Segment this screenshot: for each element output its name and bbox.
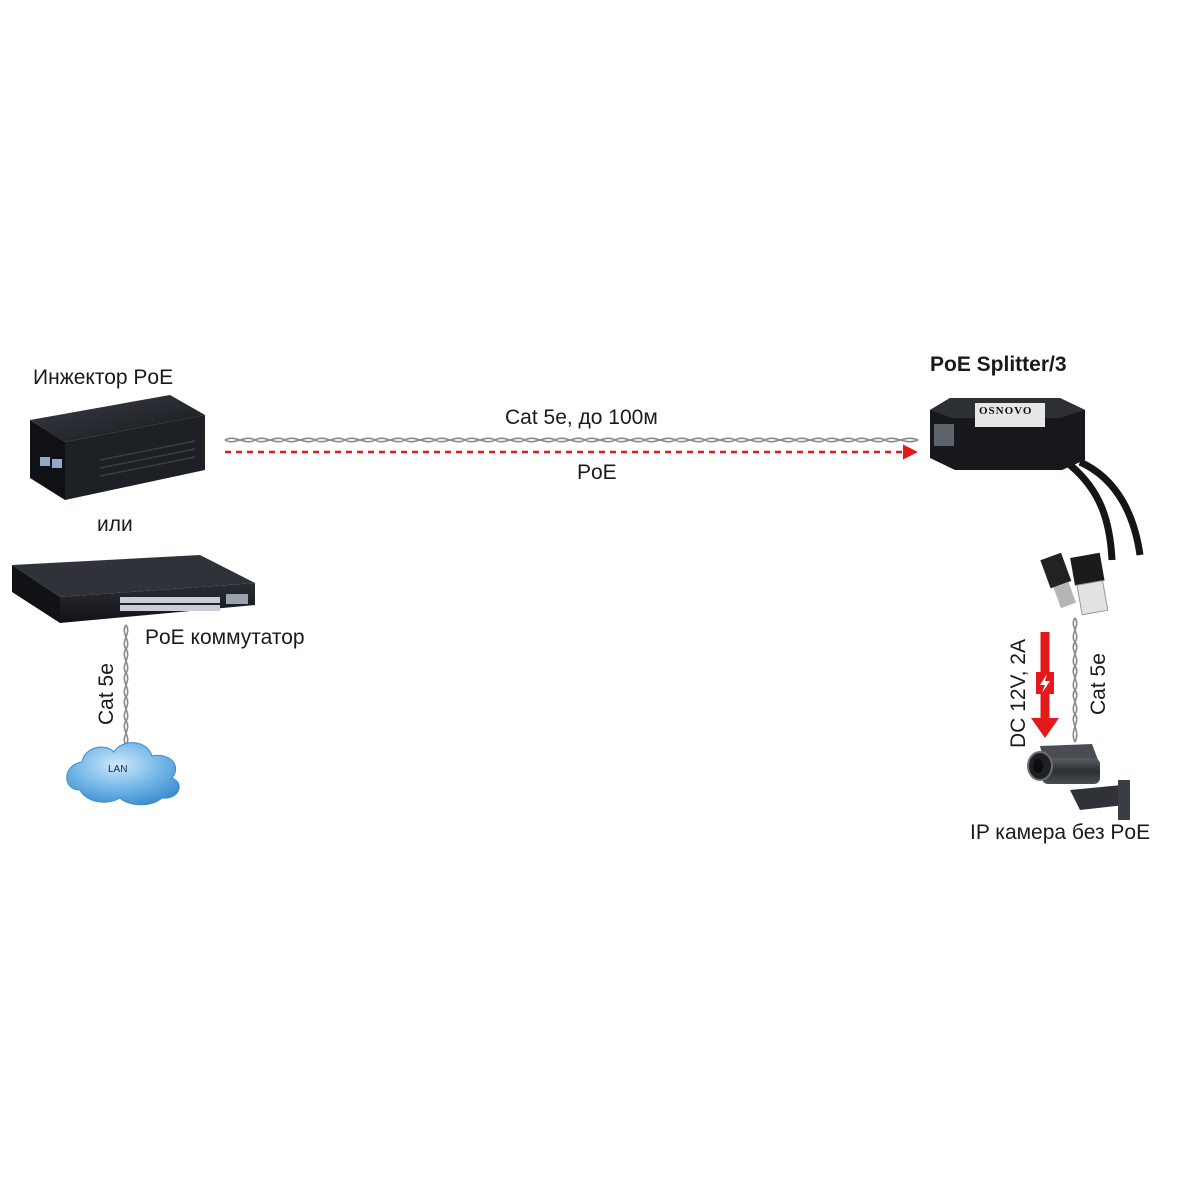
camera-cat5e-cable-strand-2 [1072,617,1078,743]
lan-cloud-icon [66,742,180,806]
splitter-brand-label: OSNOVO [979,405,1033,417]
cable-top-label: Cat 5e, до 100м [505,406,658,429]
splitter-rj45-plug [1070,552,1109,616]
splitter-brand-badge [975,403,1045,427]
injector-port-1 [40,457,50,466]
poe-line-label: PoE [577,461,617,484]
dc-power-arrowhead [1031,718,1059,738]
switch-ports [120,594,248,611]
camera-label: IP камера без PoE [970,821,1151,844]
or-label: или [97,513,133,536]
injector-port-2 [52,459,62,468]
cat5e-right-label: Cat 5e [1087,653,1110,715]
splitter-dc-plug [1040,552,1076,609]
switch-label: PoE коммутатор [145,626,305,649]
dc-power-label: DC 12V, 2A [1007,639,1030,748]
main-cat5e-cable-strand-2 [224,437,919,443]
switch-lan-cat5e-cable-strand-2 [123,624,129,746]
poe-switch-device [12,555,255,623]
ip-camera-device [1027,744,1130,820]
lightning-bolt-icon [1036,672,1054,694]
lan-label: LAN [108,764,128,775]
poe-injector-device [30,395,205,500]
splitter-rj45-port [934,424,954,446]
poe-splitter-device [930,398,1144,616]
splitter-label: PoE Splitter/3 [930,353,1067,376]
cat5e-left-label: Cat 5e [95,663,118,725]
injector-vent-grille [99,440,196,477]
injector-label: Инжектор PoE [33,366,174,389]
